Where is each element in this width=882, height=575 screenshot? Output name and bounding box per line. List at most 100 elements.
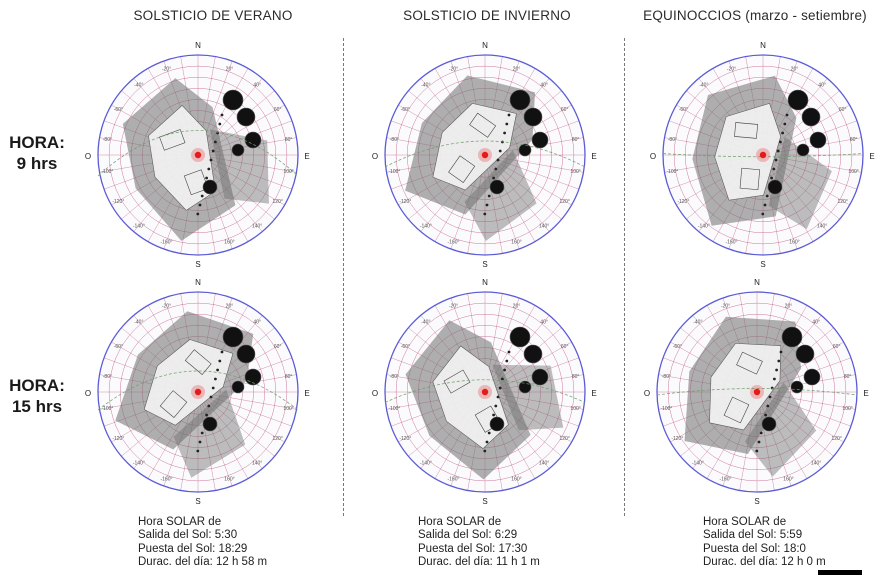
sun-marker <box>753 388 761 396</box>
azimuth-label: -140° <box>420 460 432 466</box>
building-shadow <box>405 75 537 242</box>
azimuth-label: -20° <box>162 67 171 73</box>
azimuth-label: -80° <box>662 374 671 380</box>
azimuth-label: -40° <box>699 83 708 89</box>
azimuth-label: -160° <box>726 239 738 245</box>
azimuth-label: -80° <box>668 137 677 143</box>
azimuth-label: 60° <box>274 344 282 350</box>
divider-left <box>343 38 344 516</box>
azimuth-label: 60° <box>561 344 569 350</box>
azimuth-label: -40° <box>134 320 143 326</box>
compass-east: E <box>304 389 309 398</box>
compass-west: O <box>644 389 650 398</box>
info-summer-sunset: Puesta del Sol: 18:29 <box>138 542 248 555</box>
azimuth-label: 140° <box>539 223 549 229</box>
azimuth-label: 80° <box>844 374 852 380</box>
azimuth-label: -20° <box>449 304 458 310</box>
column-title-summer: SOLSTICIO DE VERANO <box>133 8 293 23</box>
azimuth-label: 100° <box>283 406 293 412</box>
azimuth-label: -140° <box>420 223 432 229</box>
info-equinox-duration: Durac. del día: 12 h 0 m <box>703 556 826 569</box>
azimuth-label: 40° <box>540 320 548 326</box>
azimuth-label: -140° <box>133 460 145 466</box>
tree-icon <box>803 368 821 386</box>
azimuth-label: -120° <box>671 436 683 442</box>
azimuth-label: 40° <box>253 320 261 326</box>
compass-west: O <box>650 152 656 161</box>
azimuth-label: 40° <box>818 83 826 89</box>
sun-chart: NSEO-160°160°-140°140°-120°120°-100°100°… <box>372 278 597 506</box>
azimuth-label: 120° <box>560 436 570 442</box>
sun-marker <box>194 388 202 396</box>
azimuth-label: 20° <box>513 304 521 310</box>
azimuth-label: 80° <box>285 374 293 380</box>
row-label-9-line1: HORA: <box>9 133 65 152</box>
azimuth-label: 140° <box>817 223 827 229</box>
azimuth-label: 160° <box>511 476 521 482</box>
compass-east: E <box>591 389 596 398</box>
compass-north: N <box>482 41 488 50</box>
row-label-15-line1: HORA: <box>9 376 65 395</box>
azimuth-label: -140° <box>692 460 704 466</box>
azimuth-label: -120° <box>399 436 411 442</box>
sun-chart: NSEO-160°160°-140°140°-120°120°-100°100°… <box>650 41 875 269</box>
azimuth-label: 140° <box>811 460 821 466</box>
azimuth-label: -100° <box>660 406 672 412</box>
tree-icon <box>531 368 549 386</box>
azimuth-label: -80° <box>390 137 399 143</box>
azimuth-label: 40° <box>540 83 548 89</box>
azimuth-label: 40° <box>812 320 820 326</box>
azimuth-label: 100° <box>570 169 580 175</box>
tree-icon <box>809 131 827 149</box>
azimuth-label: 160° <box>511 239 521 245</box>
compass-north: N <box>195 41 201 50</box>
tree-icon <box>523 344 543 364</box>
compass-north: N <box>195 278 201 287</box>
azimuth-label: 80° <box>572 374 580 380</box>
azimuth-label: -20° <box>727 67 736 73</box>
azimuth-label: 140° <box>252 223 262 229</box>
azimuth-label: 100° <box>842 406 852 412</box>
azimuth-label: 20° <box>226 67 234 73</box>
compass-south: S <box>195 497 200 506</box>
compass-east: E <box>591 152 596 161</box>
azimuth-label: -120° <box>112 436 124 442</box>
tree-icon <box>222 89 244 111</box>
azimuth-label: 20° <box>513 67 521 73</box>
info-winter-duration: Durac. del día: 11 h 1 m <box>418 556 540 569</box>
azimuth-label: -80° <box>103 374 112 380</box>
column-title-winter: SOLSTICIO DE INVIERNO <box>403 8 571 23</box>
azimuth-label: -60° <box>114 344 123 350</box>
azimuth-label: -40° <box>421 83 430 89</box>
compass-south: S <box>195 260 200 269</box>
azimuth-label: -40° <box>421 320 430 326</box>
azimuth-label: -20° <box>721 304 730 310</box>
compass-south: S <box>482 260 487 269</box>
tree-icon <box>790 380 804 394</box>
azimuth-label: 160° <box>783 476 793 482</box>
azimuth-label: -100° <box>666 169 678 175</box>
azimuth-label: 120° <box>560 199 570 205</box>
azimuth-label: -20° <box>162 304 171 310</box>
tree-icon <box>795 344 815 364</box>
tree-icon <box>244 131 262 149</box>
tree-icon <box>518 380 532 394</box>
azimuth-label: 20° <box>226 304 234 310</box>
azimuth-label: -160° <box>161 239 173 245</box>
azimuth-label: 160° <box>789 239 799 245</box>
tree-icon <box>531 131 549 149</box>
tree-icon <box>231 143 245 157</box>
azimuth-label: -60° <box>401 344 410 350</box>
azimuth-label: 60° <box>833 344 841 350</box>
azimuth-label: -120° <box>399 199 411 205</box>
azimuth-label: -40° <box>693 320 702 326</box>
azimuth-label: -60° <box>114 107 123 113</box>
azimuth-label: -100° <box>388 169 400 175</box>
sun-chart: NSEO-160°160°-140°140°-120°120°-100°100°… <box>372 41 597 269</box>
azimuth-label: -60° <box>401 107 410 113</box>
tree-icon <box>202 416 218 432</box>
azimuth-label: -160° <box>161 476 173 482</box>
row-label-15-line2: 15 hrs <box>11 397 63 416</box>
info-winter-sunset: Puesta del Sol: 17:30 <box>418 542 528 555</box>
compass-south: S <box>760 260 765 269</box>
